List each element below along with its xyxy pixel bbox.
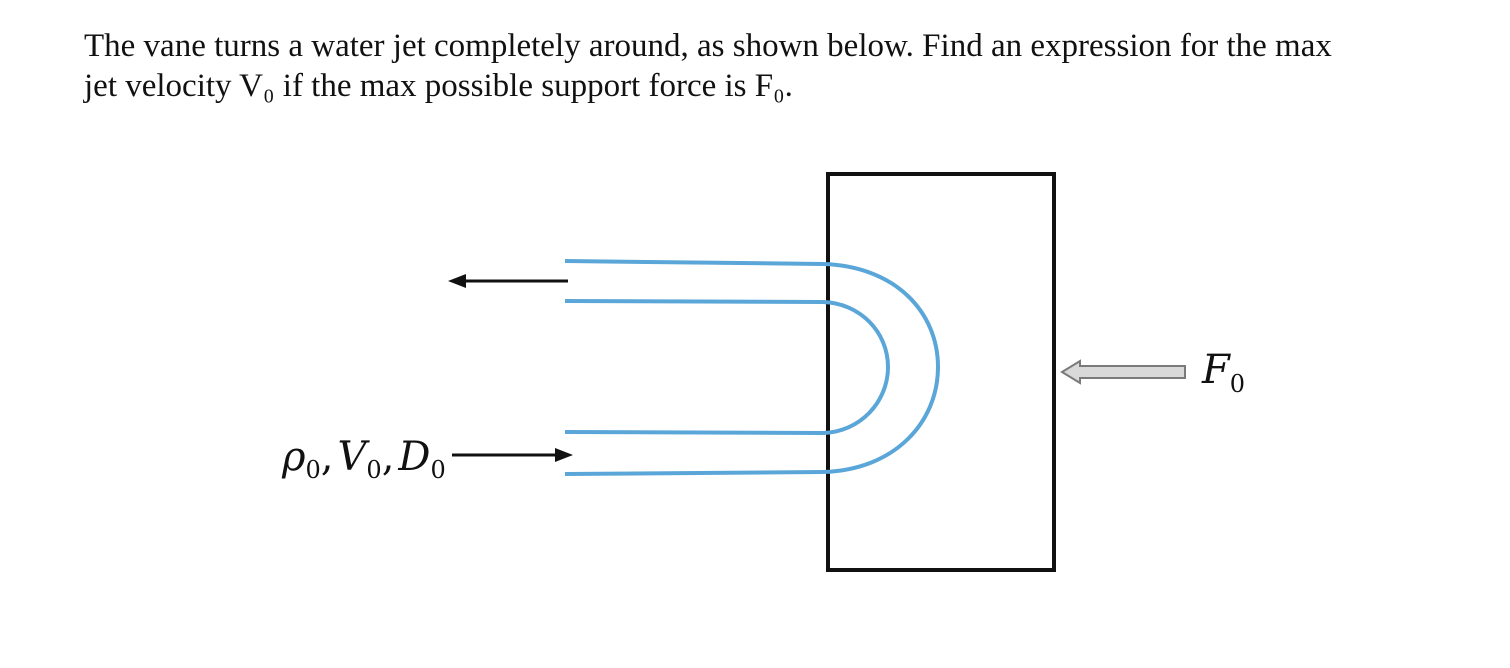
problem-statement: The vane turns a water jet completely ar…	[84, 26, 1464, 106]
velocity-symbol: V	[338, 434, 371, 480]
problem-line-1: The vane turns a water jet completely ar…	[84, 28, 1332, 64]
separator-2: ,	[382, 434, 395, 480]
velocity-subscript: 0	[366, 456, 381, 484]
inlet-label: ρ0,V0,D0	[281, 434, 446, 484]
force-subscript: 0	[1230, 370, 1245, 398]
diameter-subscript: 0	[430, 456, 445, 484]
jet-inner-wall	[564, 299, 891, 436]
outlet-flow-arrow	[448, 274, 568, 288]
rho-subscript: 0	[306, 456, 321, 484]
inlet-flow-arrow	[452, 448, 573, 462]
rho-symbol: ρ	[281, 434, 306, 480]
problem-line-2: jet velocity V₀ if the max possible supp…	[84, 68, 793, 104]
jet-outer-wall	[564, 259, 941, 476]
separator-1: ,	[321, 434, 334, 480]
vane-block	[826, 172, 1056, 572]
force-symbol: F	[1201, 347, 1231, 393]
diameter-symbol: D	[397, 434, 430, 480]
support-force-arrow	[1060, 359, 1186, 385]
force-label: F0	[1201, 347, 1245, 398]
